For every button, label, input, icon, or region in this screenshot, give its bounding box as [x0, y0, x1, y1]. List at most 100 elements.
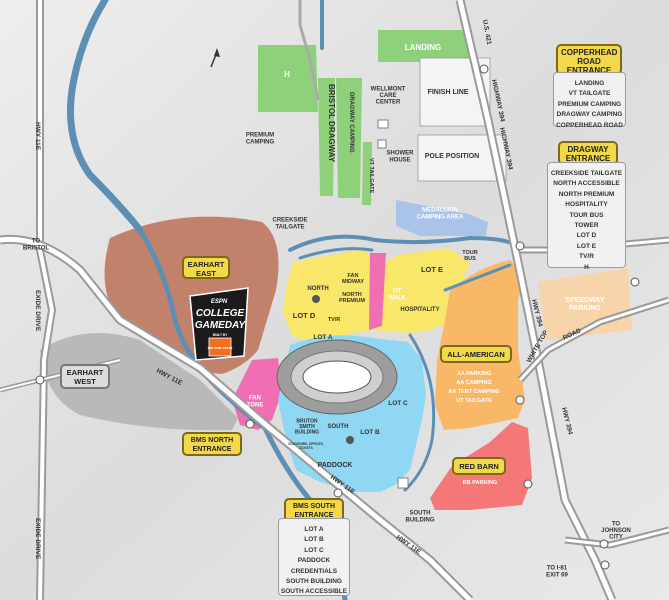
- junction-marker: [600, 560, 610, 570]
- north-label: NORTH: [307, 286, 328, 292]
- college-gameday-badge: ESPN COLLEGE GAMEDAY BUILT BY THE HOME D…: [189, 287, 249, 361]
- lot-c-label: LOT C: [388, 400, 408, 407]
- bms-north-entrance-title: BMS NORTH ENTRANCE: [190, 437, 234, 453]
- lot-b-label: LOT B: [360, 429, 380, 436]
- dragway-list: CREEKSIDE TAILGATE NORTH ACCESSIBLE NORT…: [547, 162, 626, 271]
- list-item: PADDOCK: [297, 557, 331, 565]
- list-item: LOT C: [304, 546, 324, 554]
- list-item: COPPERHEAD ROAD: [556, 121, 623, 129]
- copperhead-entrance-callout[interactable]: COPPERHEAD ROAD ENTRANCE: [556, 44, 622, 75]
- aa-item: AA PARKING: [457, 371, 491, 377]
- landing-label: LANDING: [405, 43, 441, 52]
- list-item: LOT D: [576, 232, 597, 240]
- list-item: LOT E: [576, 242, 597, 250]
- list-item: CREEKSIDE TAILGATE: [550, 170, 623, 177]
- lot-a-label: LOT A: [313, 334, 333, 341]
- tvr-label: TV/R: [328, 317, 341, 323]
- stadium-track: [302, 360, 372, 394]
- bms-north-entrance-callout[interactable]: BMS NORTH ENTRANCE: [182, 432, 242, 456]
- junction-marker: [515, 241, 525, 251]
- dragway-camping-lot[interactable]: [336, 78, 362, 198]
- junction-marker: [333, 488, 343, 498]
- h-label: H: [284, 70, 290, 79]
- accessible-icons: [312, 295, 354, 444]
- accessible-icon: [346, 436, 354, 444]
- copperhead-list: LANDING VT TAILGATE PREMIUM CAMPING DRAG…: [553, 72, 626, 129]
- dragway-entrance-title: DRAGWAY ENTRANCE: [565, 145, 611, 163]
- earhart-west-title: EARHART WEST: [66, 368, 104, 386]
- list-item: NORTH ACCESSIBLE: [553, 180, 620, 188]
- dragway-camping-label: DRAGWAY CAMPING: [348, 92, 354, 153]
- area-labels: LANDING H BRISTOL DRAGWAY DRAGWAY CAMPIN…: [246, 43, 605, 523]
- list-item: VT TAILGATE: [568, 90, 611, 98]
- earhart-west-callout[interactable]: EARHART WEST: [60, 364, 110, 389]
- gameday-college-text: COLLEGE: [196, 308, 245, 319]
- exide-drive-label-b: EXIDE DRIVE: [34, 518, 41, 560]
- list-item: SOUTH BUILDING: [286, 578, 342, 586]
- buildings: [377, 119, 409, 489]
- list-item: SOUTH ACCESSIBLE: [280, 588, 348, 596]
- junction-marker: [245, 419, 255, 429]
- bms-south-entrance-title: BMS SOUTH ENTRANCE: [293, 503, 335, 519]
- south-label: SOUTH: [328, 424, 349, 430]
- paddock-label: PADDOCK: [318, 462, 353, 469]
- north-arrow-icon: [210, 48, 220, 68]
- list-item: TOWER: [574, 222, 599, 230]
- medallion-camping-area[interactable]: [396, 200, 488, 236]
- list-item: DRAGWAY CAMPING: [556, 111, 623, 119]
- ut-walk-pink[interactable]: [369, 253, 386, 330]
- list-item: H: [584, 263, 589, 271]
- earhart-east-callout[interactable]: EARHART EAST: [182, 256, 230, 279]
- all-american-items: AA PARKING AA CAMPING AA TENT CAMPING UT…: [448, 371, 499, 404]
- lot-d-label: LOT D: [293, 311, 316, 320]
- aa-item: UT TAILGATE: [456, 398, 492, 404]
- gameday-badge-bg: [189, 287, 249, 361]
- landing-lot[interactable]: [378, 30, 472, 62]
- list-item: CREDENTIALS: [290, 567, 338, 575]
- rb-parking-label: RB PARKING: [463, 480, 497, 486]
- h-lot[interactable]: [258, 45, 318, 112]
- junction-marker: [515, 395, 525, 405]
- all-american-title: ALL-AMERICAN: [447, 350, 505, 359]
- home-depot-logo: [208, 337, 232, 357]
- speedway-stadium: [276, 339, 398, 415]
- espn-logo: ESPN: [211, 299, 228, 305]
- finish-line-label: FINISH LINE: [428, 89, 469, 96]
- list-item: LANDING: [574, 80, 605, 87]
- earhart-west-lot[interactable]: [40, 332, 238, 431]
- junction-marker: [599, 539, 609, 549]
- home-depot-text: THE HOME DEPOT: [207, 346, 232, 350]
- bms-south-list: LOT A LOT B LOT C PADDOCK CREDENTIALS SO…: [278, 518, 350, 596]
- hospitality-label: HOSPITALITY: [400, 307, 439, 313]
- bristol-dragway-strip[interactable]: [318, 78, 335, 196]
- south-building-icon: [397, 477, 409, 489]
- road-markers: [35, 64, 640, 570]
- all-american-callout[interactable]: ALL-AMERICAN: [440, 345, 512, 363]
- list-item: TOUR BUS: [569, 211, 604, 219]
- list-item: TV/R: [579, 253, 594, 261]
- red-barn-callout[interactable]: RED BARN: [452, 457, 506, 475]
- red-barn-title: RED BARN: [459, 462, 499, 471]
- earhart-east-title: EARHART EAST: [187, 260, 225, 278]
- vt-tailgate-label: VT TAILGATE: [368, 158, 374, 194]
- bruton-smith-sub: SOUVENIRS, OFFICES,TICKETS: [288, 442, 323, 450]
- list-item: PREMIUM CAMPING: [557, 100, 622, 108]
- lot-e-label: LOT E: [421, 265, 443, 274]
- junction-marker: [630, 277, 640, 287]
- vt-tailgate-lot[interactable]: [362, 142, 372, 205]
- gameday-text: GAMEDAY: [195, 320, 247, 331]
